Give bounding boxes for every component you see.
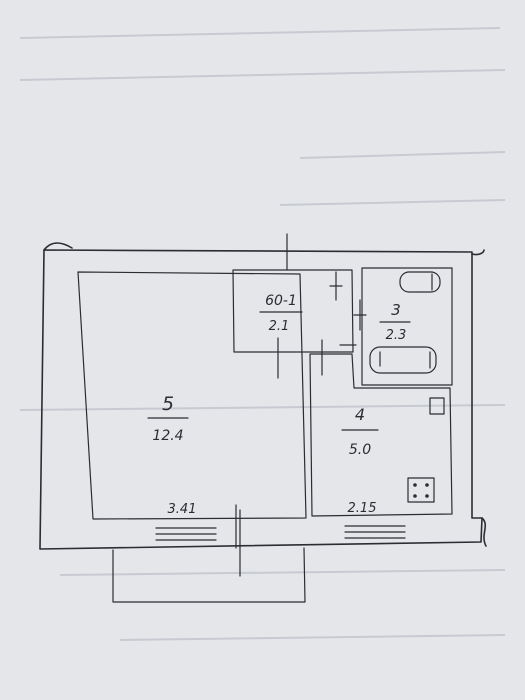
- dimension-right-width: 2.15: [348, 501, 377, 516]
- room-60-1-area: 2.1: [269, 319, 290, 334]
- sink-fixture: [399, 271, 441, 293]
- stove-fixture: [407, 477, 435, 503]
- room-5-area: 12.4: [152, 428, 183, 444]
- room-5-outline: [77, 271, 307, 520]
- dimension-left-width: 3.41: [168, 502, 197, 517]
- wall-unit: [429, 397, 445, 415]
- room-label-60-1: 60-1 2.1: [259, 293, 303, 334]
- bathtub-fixture: [369, 346, 437, 374]
- windows: [155, 525, 406, 541]
- outer-walls: [39, 242, 487, 550]
- room-label-3: 3 2.3: [379, 301, 411, 343]
- room-4-number: 4: [355, 405, 365, 424]
- door-markers: [277, 233, 367, 379]
- balcony: [112, 504, 306, 603]
- paper-bleed-through: [19, 27, 506, 641]
- room-3-area: 2.3: [386, 328, 407, 343]
- room-outlines: [77, 267, 453, 520]
- room-label-5: 5 12.4: [147, 393, 189, 444]
- room-label-4: 4 5.0: [341, 405, 379, 458]
- room-60-1-number: 60-1: [265, 293, 297, 309]
- room-4-area: 5.0: [349, 442, 371, 458]
- bathroom-fixtures: [369, 271, 445, 503]
- room-4-outline: [309, 353, 453, 517]
- room-5-number: 5: [162, 393, 174, 415]
- room-60-1-outline: [232, 269, 354, 353]
- room-3-outline: [361, 267, 453, 386]
- room-3-number: 3: [391, 301, 401, 319]
